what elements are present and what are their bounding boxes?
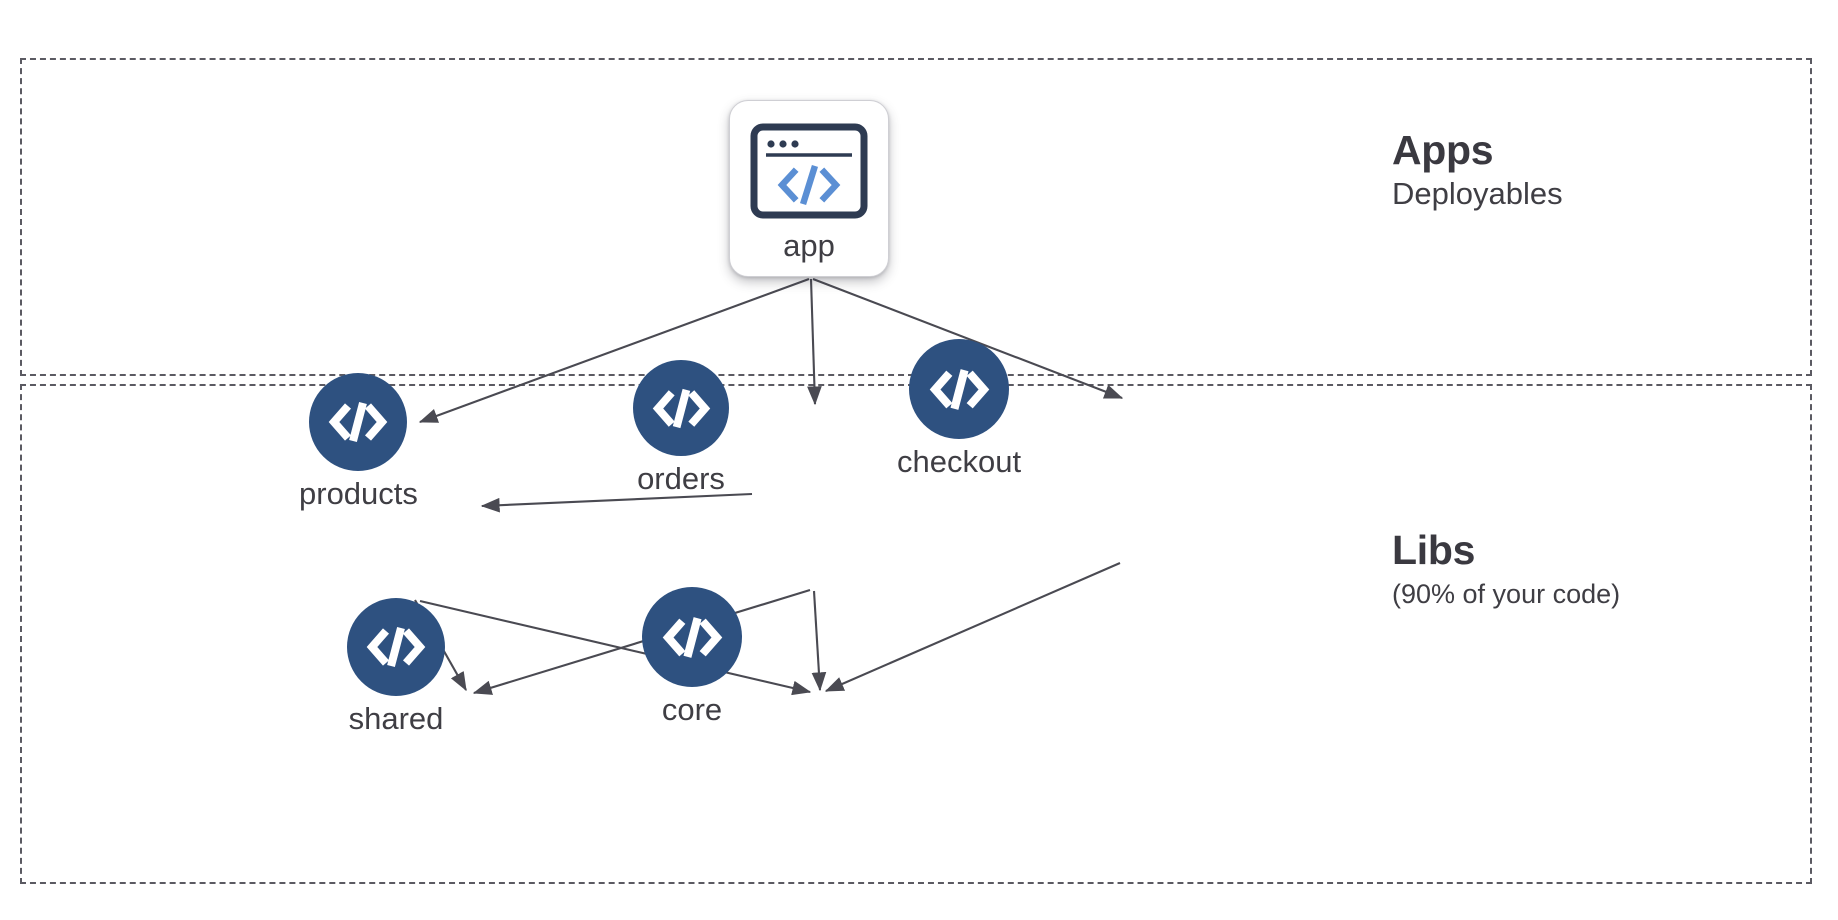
region-libs-subtitle: (90% of your code): [1392, 579, 1621, 610]
node-shared[interactable]: shared: [347, 598, 445, 734]
code-icon: [347, 598, 445, 696]
browser-code-icon: [750, 123, 868, 224]
node-core[interactable]: core: [642, 587, 742, 725]
region-apps-title: Apps: [1392, 127, 1494, 173]
node-shared-label: shared: [348, 701, 444, 736]
node-orders[interactable]: orders: [633, 360, 729, 494]
region-apps-caption: Apps Deployables: [1392, 128, 1563, 214]
region-apps: [20, 58, 1812, 376]
code-icon: [642, 587, 742, 687]
code-icon: [633, 360, 729, 456]
node-checkout[interactable]: checkout: [897, 339, 1021, 477]
node-app[interactable]: app: [729, 100, 889, 277]
region-libs-caption: Libs (90% of your code): [1392, 528, 1620, 612]
node-app-label: app: [783, 228, 835, 263]
region-libs-title: Libs: [1392, 527, 1476, 573]
code-icon: [909, 339, 1010, 439]
node-products[interactable]: products: [299, 373, 418, 509]
region-apps-subtitle: Deployables: [1392, 176, 1563, 212]
code-icon: [309, 373, 408, 471]
node-products-label: products: [299, 476, 418, 511]
node-core-label: core: [661, 692, 723, 727]
node-orders-label: orders: [637, 461, 725, 496]
node-checkout-label: checkout: [897, 444, 1022, 479]
